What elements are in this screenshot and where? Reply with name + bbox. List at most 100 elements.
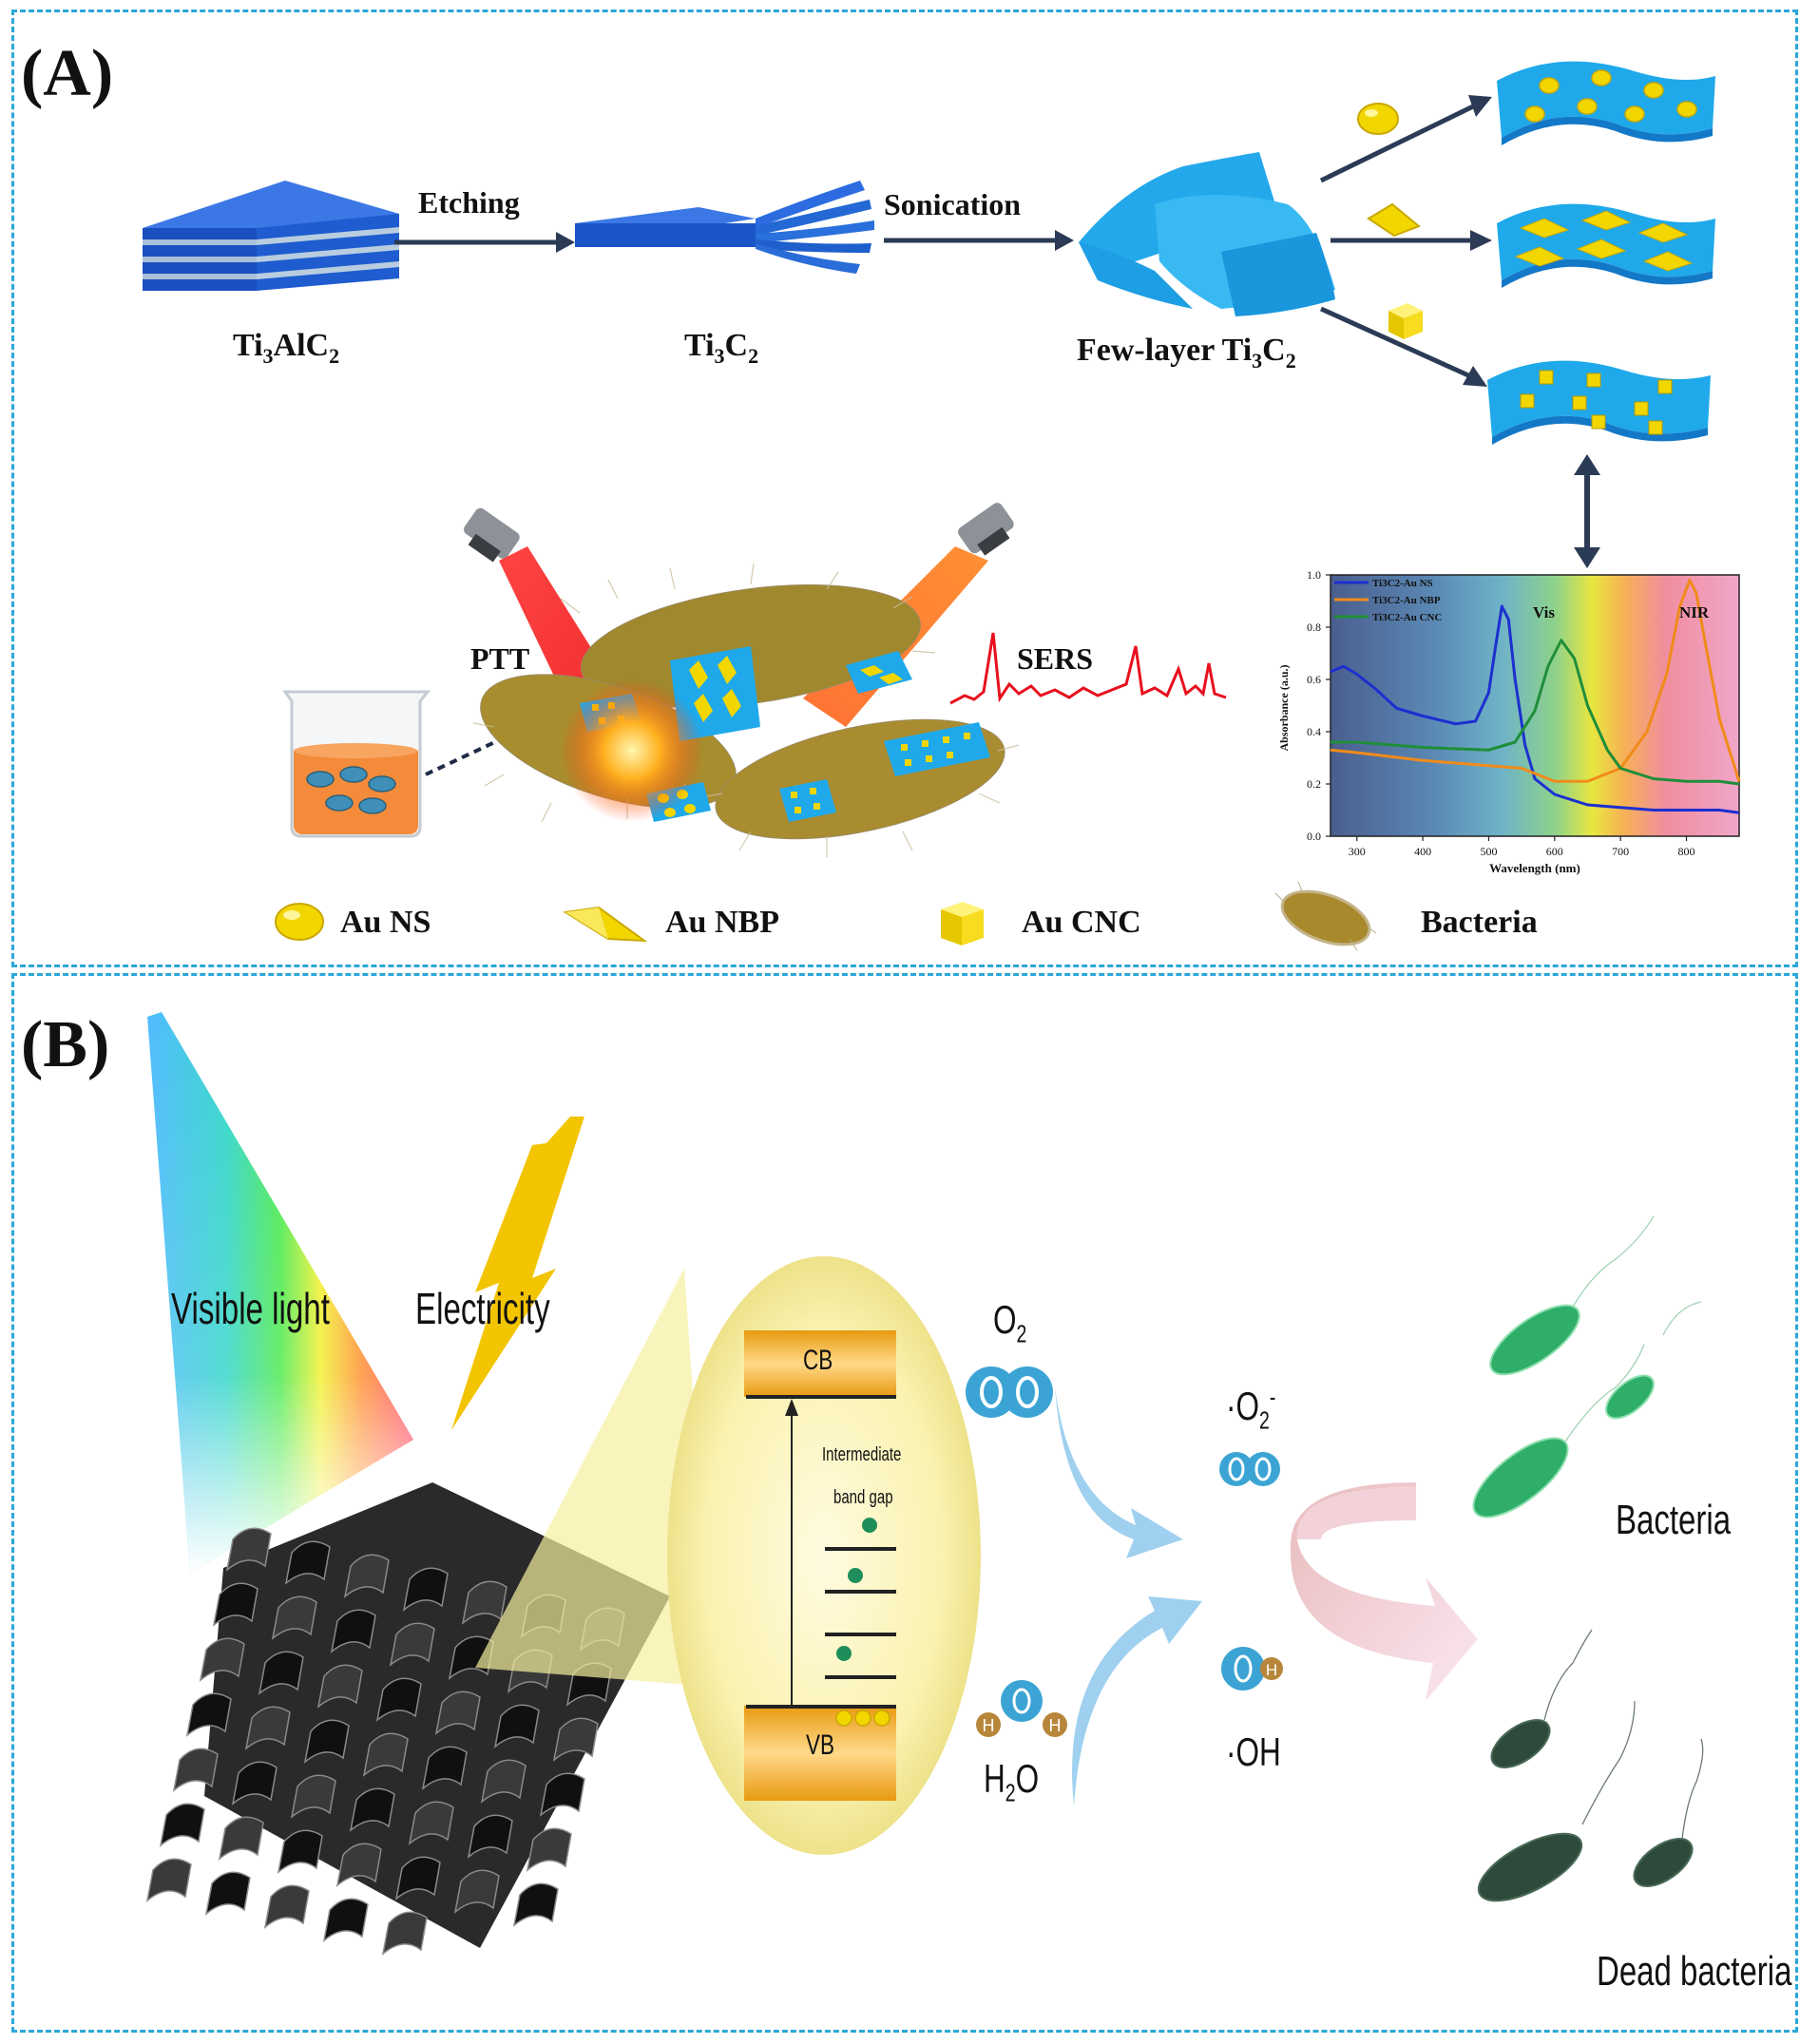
region-vis-label: Vis <box>1533 603 1555 621</box>
band-diagram-bubble <box>667 1256 981 1855</box>
weave-cell <box>349 1787 395 1832</box>
weave-cell <box>290 1774 336 1819</box>
vb-label: VB <box>806 1729 835 1761</box>
au-nbp-particle-icon <box>1367 202 1421 238</box>
legend-entry: Ti3C2-Au CNC <box>1372 612 1443 623</box>
sheet-au-cnc <box>1487 360 1711 445</box>
panel-a-label: (A) <box>21 37 114 110</box>
bacteria-label: Bacteria <box>1616 1497 1732 1543</box>
ti3alc2-label: Ti3AlC2 <box>233 328 340 368</box>
x-tick-label: 500 <box>1480 845 1497 858</box>
intermediate-label-2: band gap <box>833 1487 893 1508</box>
x-tick-label: 400 <box>1414 845 1431 858</box>
weave-cell <box>303 1719 350 1764</box>
ti3c2-label: Ti3C2 <box>684 328 759 368</box>
legend-au-cnc-icon <box>941 902 984 946</box>
weave-cell <box>480 1759 527 1804</box>
y-tick-label: 1.0 <box>1307 568 1321 582</box>
x-tick-label: 700 <box>1612 845 1629 858</box>
curved-arrows <box>1055 1387 1202 1805</box>
etching-label: Etching <box>418 185 520 220</box>
o2-molecule-icon <box>966 1366 1053 1418</box>
live-bacteria <box>1472 1215 1702 1519</box>
au-ns-particle-icon <box>1357 103 1399 135</box>
sers-label: SERS <box>1017 641 1094 676</box>
sheet-au-nbp <box>1497 203 1715 288</box>
weave-cell <box>335 1843 382 1887</box>
weave-cell <box>159 1803 205 1847</box>
legend-bacteria-icon <box>1274 881 1377 951</box>
weave-cell <box>362 1732 409 1777</box>
weave-cell <box>316 1664 363 1709</box>
panel-a <box>11 10 1798 967</box>
visible-light-label: Visible light <box>171 1284 330 1333</box>
legend-au-ns: Au NS <box>340 905 431 940</box>
sers-spectrum <box>949 632 1227 705</box>
legend-au-nbp: Au NBP <box>665 905 779 940</box>
chart-legend: Ti3C2-Au NS Ti3C2-Au NBP Ti3C2-Au CNC <box>1334 578 1443 623</box>
few-layer-label: Few-layer Ti3C2 <box>1077 333 1296 373</box>
weave-cell <box>271 1595 317 1640</box>
weave-cell <box>375 1677 422 1722</box>
sonication-label: Sonication <box>884 187 1022 221</box>
h-atom-right: H <box>1049 1716 1062 1735</box>
laser-left-icon <box>464 507 520 563</box>
y-tick-label: 0.0 <box>1307 830 1321 843</box>
weave-cell <box>408 1801 454 1845</box>
weave-cell <box>343 1554 390 1598</box>
weave-cell <box>330 1609 376 1653</box>
intermediate-label-1: Intermediate <box>822 1444 902 1465</box>
ptt-label: PTT <box>470 641 530 676</box>
x-tick-label: 800 <box>1678 845 1695 858</box>
weave-cell <box>453 1869 500 1914</box>
weave-cell <box>218 1816 264 1861</box>
weave-cell <box>539 1772 585 1817</box>
weave-cell <box>434 1691 481 1735</box>
weave-cell <box>277 1829 323 1874</box>
chart-ylabel: Absorbance (a.u.) <box>1277 664 1291 751</box>
beaker <box>282 690 431 838</box>
laser-right-icon <box>958 503 1014 556</box>
conduction-band <box>744 1330 896 1397</box>
region-nir-label: NIR <box>1679 603 1710 621</box>
weave-cell <box>552 1717 599 1762</box>
electricity-label: Electricity <box>415 1284 550 1333</box>
y-tick-label: 0.2 <box>1307 777 1321 791</box>
panel-b <box>11 973 1798 2033</box>
dead-bacteria-label: Dead bacteria <box>1597 1948 1792 1995</box>
weave-cell <box>258 1651 304 1695</box>
h-atom-oh: H <box>1266 1661 1277 1679</box>
h2o-label: H2O <box>984 1756 1040 1807</box>
weave-cell <box>284 1540 331 1585</box>
few-layer-sheets <box>1079 152 1335 316</box>
weave-cell <box>225 1527 272 1572</box>
y-tick-label: 0.4 <box>1307 725 1321 738</box>
sonication-arrow <box>884 230 1074 251</box>
weave-cell <box>244 1706 291 1750</box>
h-atom-left: H <box>983 1716 995 1735</box>
weave-cell <box>389 1622 435 1667</box>
ribbon-arrow <box>1290 1482 1478 1701</box>
weave-cell <box>493 1704 540 1748</box>
superoxide-label: ·O2- <box>1226 1383 1276 1435</box>
o2-label: O2 <box>993 1297 1027 1348</box>
lightning-bolt-icon <box>451 1117 584 1430</box>
weave-cell <box>145 1858 192 1902</box>
ti3alc2-stack <box>143 181 399 291</box>
dead-bacteria <box>1477 1629 1704 1902</box>
legend-entry: Ti3C2-Au NBP <box>1372 595 1441 606</box>
legend-au-ns-icon <box>275 903 324 941</box>
legend-entry: Ti3C2-Au NS <box>1372 578 1433 589</box>
chart-xlabel: Wavelength (nm) <box>1489 861 1580 875</box>
superoxide-molecule-icon <box>1219 1452 1280 1486</box>
branch-arrows <box>1319 95 1492 387</box>
hydroxyl-molecule-icon: H <box>1221 1647 1283 1691</box>
h2o-molecule-icon: H H <box>976 1680 1067 1737</box>
magnifier-cone <box>475 1269 713 1687</box>
etching-arrow <box>394 232 575 253</box>
ptt-scene <box>464 503 1020 857</box>
visible-light-cone <box>147 1012 413 1573</box>
series-line-1 <box>1330 579 1741 783</box>
legend-au-nbp-icon <box>563 906 648 943</box>
